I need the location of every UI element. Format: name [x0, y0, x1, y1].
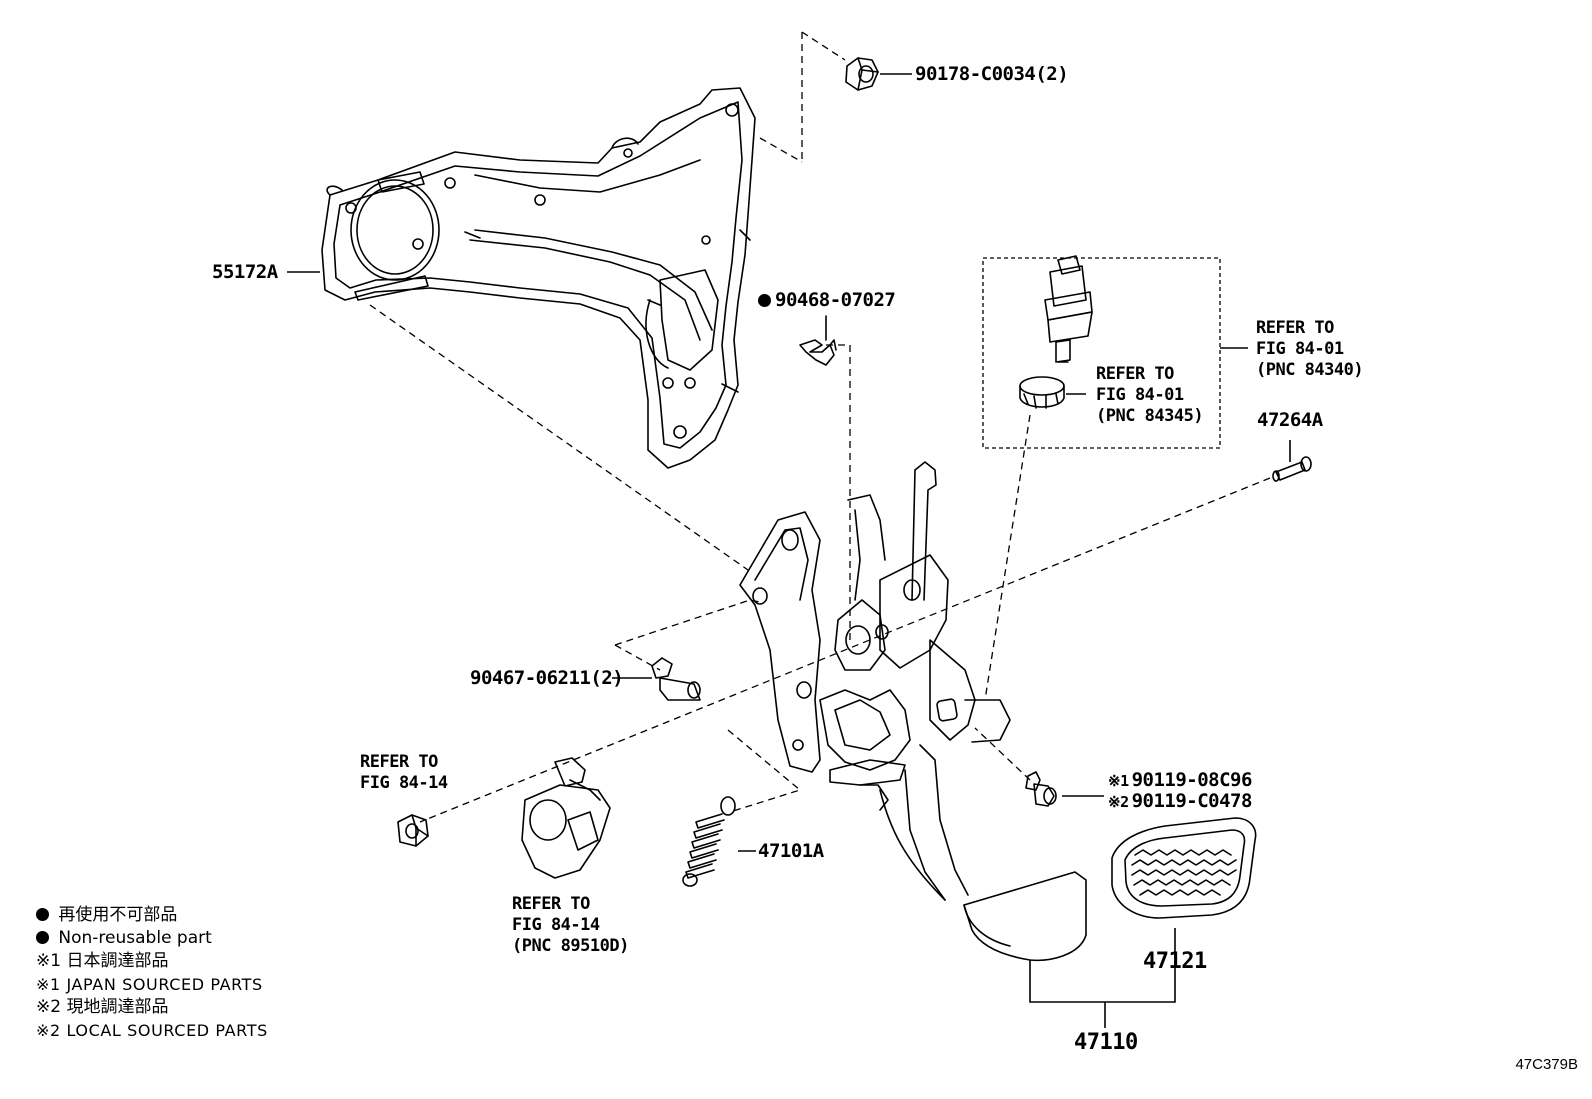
stop-lamp-switch-drawing — [1019, 255, 1093, 409]
dashed-guide-lines — [369, 31, 1271, 823]
refer-label-84340[interactable]: REFER TO FIG 84-01 (PNC 84340) — [1256, 318, 1364, 381]
legend-item: ※2 現地調達部品 — [36, 996, 268, 1019]
legend-item: ※1 JAPAN SOURCED PARTS — [36, 973, 268, 996]
refer-line: REFER TO — [360, 752, 438, 772]
legend-item: ※1 日本調達部品 — [36, 950, 268, 973]
non-reusable-dot-icon — [758, 294, 771, 307]
bolt-90467-drawing — [651, 657, 701, 701]
part-label-55172a[interactable]: 55172A — [212, 261, 278, 283]
part-label-90178[interactable]: 90178-C0034(2) — [915, 63, 1069, 85]
refer-label-84345[interactable]: REFER TO FIG 84-01 (PNC 84345) — [1096, 364, 1204, 427]
japan-part-number: 90119-08C96 — [1131, 769, 1253, 791]
refer-line: FIG 84-14 — [512, 915, 600, 935]
legend-text: ※2 現地調達部品 — [36, 997, 169, 1017]
part-label-47110[interactable]: 47110 — [1074, 1030, 1138, 1055]
part-label-90468[interactable]: 90468-07027 — [758, 289, 896, 311]
pedal-pad-47121-drawing — [1111, 817, 1257, 919]
legend: 再使用不可部品 Non-reusable part ※1 日本調達部品 ※1 J… — [36, 904, 268, 1042]
legend-item: ※2 LOCAL SOURCED PARTS — [36, 1019, 268, 1042]
bolt-right-drawing — [1025, 771, 1057, 807]
bracket-55172a-drawing — [321, 87, 756, 469]
legend-item: Non-reusable part — [36, 927, 268, 950]
figure-id: 47C379B — [1515, 1056, 1578, 1073]
legend-text: 再使用不可部品 — [58, 905, 178, 925]
local-mark: ※2 — [1108, 793, 1129, 811]
part-label-90467[interactable]: 90467-06211(2) — [470, 667, 624, 689]
leader-lines — [287, 73, 1291, 1028]
part-label-47264a[interactable]: 47264A — [1257, 409, 1323, 431]
part-label-47101a[interactable]: 47101A — [758, 840, 824, 862]
refer-label-fig-84-14[interactable]: REFER TO FIG 84-14 — [360, 752, 448, 794]
legend-text: ※1 日本調達部品 — [36, 951, 169, 971]
reference-box — [982, 257, 1221, 449]
legend-text: Non-reusable part — [58, 928, 212, 948]
pin-47264a-drawing — [1272, 456, 1312, 482]
local-part-number: 90119-C0478 — [1131, 790, 1253, 812]
refer-line: (PNC 89510D) — [512, 936, 629, 956]
refer-line: REFER TO — [512, 894, 590, 914]
nut-90178-drawing — [845, 57, 879, 91]
japan-mark: ※1 — [1108, 772, 1129, 790]
clip-90468-drawing — [799, 315, 837, 366]
legend-text: ※1 JAPAN SOURCED PARTS — [36, 975, 263, 994]
refer-label-89510d[interactable]: REFER TO FIG 84-14 (PNC 89510D) — [512, 894, 629, 957]
refer-line: REFER TO — [1256, 318, 1334, 338]
spring-47101a-drawing — [682, 796, 736, 887]
pedal-sensor-drawing — [521, 757, 611, 879]
non-reusable-dot-icon — [36, 931, 49, 944]
non-reusable-dot-icon — [36, 908, 49, 921]
refer-line: (PNC 84340) — [1256, 360, 1364, 380]
legend-item: 再使用不可部品 — [36, 904, 268, 927]
pedal-assembly-47110-drawing — [739, 461, 1087, 962]
refer-line: REFER TO — [1096, 364, 1174, 384]
part-label-47121[interactable]: 47121 — [1143, 949, 1207, 974]
refer-line: FIG 84-14 — [360, 773, 448, 793]
refer-line: (PNC 84345) — [1096, 406, 1204, 426]
nut-left-drawing — [397, 814, 429, 847]
part-label-90468-text: 90468-07027 — [775, 289, 896, 311]
legend-text: ※2 LOCAL SOURCED PARTS — [36, 1021, 268, 1040]
refer-line: FIG 84-01 — [1096, 385, 1184, 405]
refer-line: FIG 84-01 — [1256, 339, 1344, 359]
